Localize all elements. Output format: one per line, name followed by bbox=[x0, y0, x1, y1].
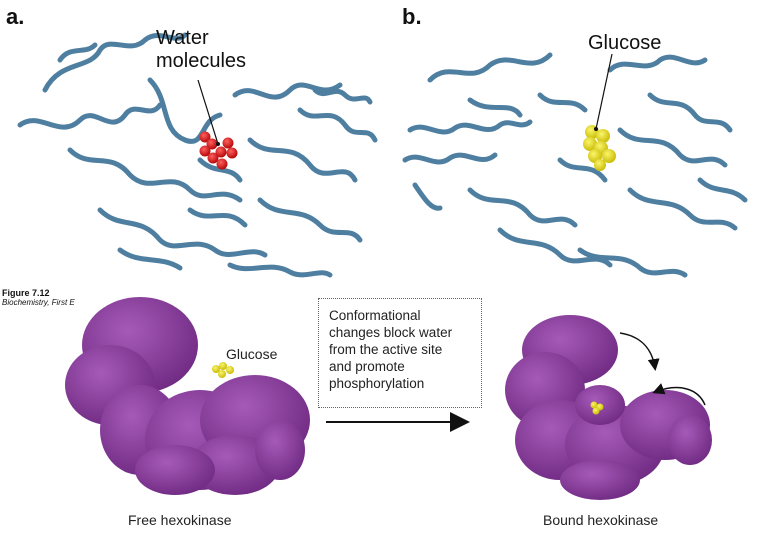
glucose-callout: Glucose bbox=[588, 32, 662, 54]
transition-text-line: and promote bbox=[329, 359, 405, 374]
protein-ribbon-a bbox=[17, 32, 378, 278]
glucose-molecule-bound bbox=[590, 401, 604, 415]
water-callout: Water molecules bbox=[156, 27, 246, 73]
bound-hexokinase-surface bbox=[505, 315, 712, 500]
glucose-molecule-free bbox=[212, 362, 234, 378]
water-callout-line1: Water bbox=[156, 27, 209, 49]
glucose-label-free: Glucose bbox=[226, 346, 278, 362]
free-hexokinase-surface bbox=[65, 297, 310, 495]
water-molecules bbox=[199, 131, 238, 170]
panel-a-label: a. bbox=[6, 4, 25, 29]
transition-text-line: phosphorylation bbox=[329, 376, 425, 391]
panel-b-label: b. bbox=[402, 4, 422, 29]
transition-text-line: Conformational bbox=[329, 308, 421, 323]
figure-source: Biochemistry, First E bbox=[2, 298, 75, 307]
transition-textbox: Conformational changes block water from … bbox=[318, 298, 482, 408]
figure-caption: Figure 7.12 Biochemistry, First E bbox=[2, 288, 76, 307]
transition-text-line: from the active site bbox=[329, 342, 443, 357]
glucose-pointer-b bbox=[594, 53, 613, 131]
water-callout-line2: molecules bbox=[156, 50, 247, 72]
closing-arrow-top bbox=[619, 332, 660, 371]
protein-ribbon-b bbox=[402, 52, 748, 278]
glucose-molecule-b bbox=[583, 125, 616, 171]
free-hexokinase-caption: Free hexokinase bbox=[128, 512, 232, 528]
figure-number: Figure 7.12 bbox=[2, 288, 50, 298]
water-pointer bbox=[197, 79, 220, 146]
transition-text-line: changes block water bbox=[329, 325, 453, 340]
closing-arrow-bottom bbox=[652, 383, 706, 406]
bound-hexokinase-caption: Bound hexokinase bbox=[543, 512, 659, 528]
